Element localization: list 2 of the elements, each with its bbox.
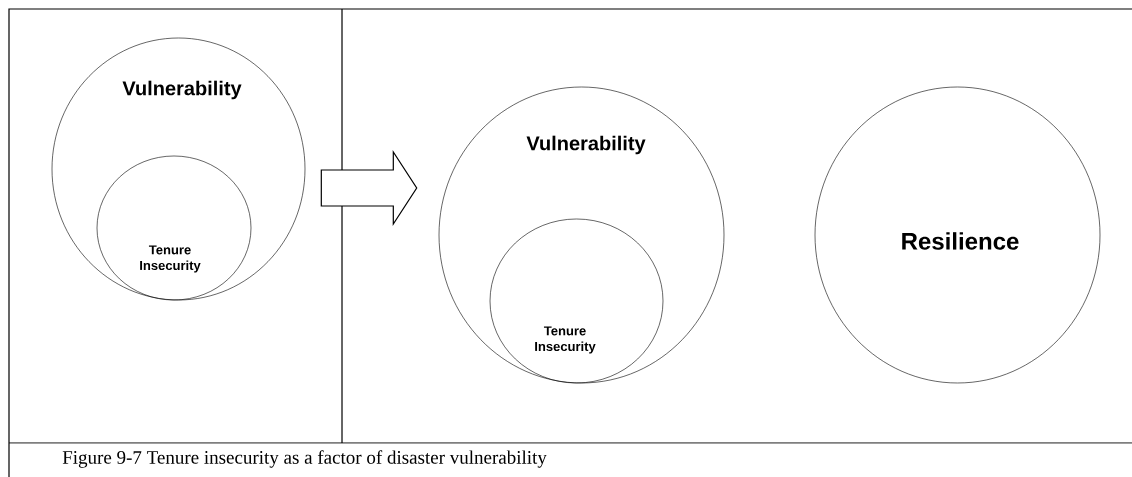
figure-caption: Figure 9-7 Tenure insecurity as a factor of disaster vulnerability bbox=[62, 450, 547, 468]
block-arrow bbox=[320, 149, 418, 227]
